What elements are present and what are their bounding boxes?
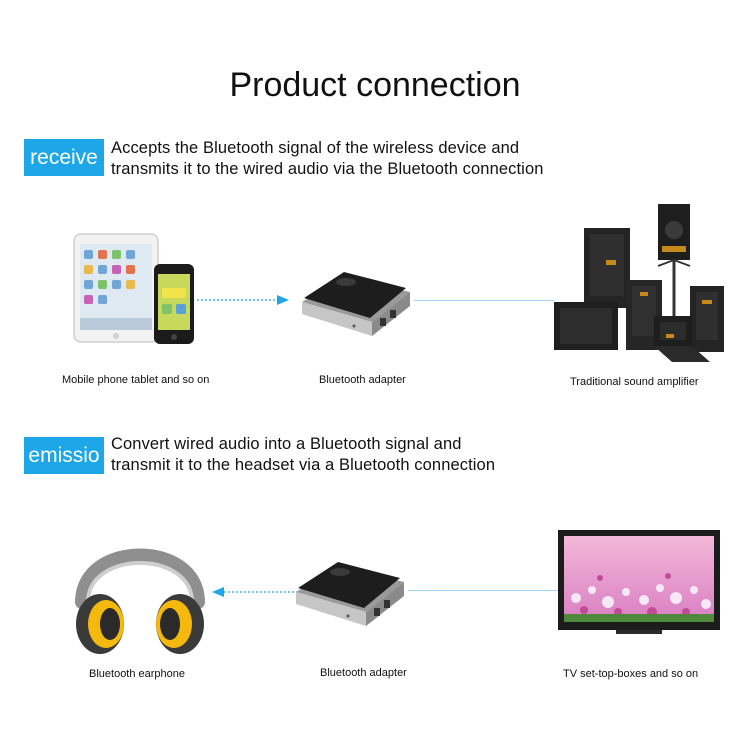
caption-sound-amplifier: Traditional sound amplifier — [570, 376, 699, 388]
headphones-image — [75, 548, 205, 654]
caption-mobile-tablet: Mobile phone tablet and so on — [62, 374, 210, 386]
emission-desc-line2: transmit it to the headset via a Bluetoo… — [111, 456, 496, 474]
receive-description: Accepts the Bluetooth signal of the wire… — [111, 138, 544, 180]
speakers-image — [554, 204, 724, 362]
receive-desc-line2: transmits it to the wired audio via the … — [111, 160, 544, 178]
tv-image — [558, 530, 720, 634]
connection-line — [414, 300, 554, 301]
arrow-left-icon — [212, 587, 298, 597]
caption-bluetooth-adapter-2: Bluetooth adapter — [320, 667, 407, 679]
caption-tv-set-top-boxes: TV set-top-boxes and so on — [563, 668, 699, 680]
emission-description: Convert wired audio into a Bluetooth sig… — [111, 434, 495, 476]
arrow-right-icon — [197, 295, 289, 305]
receive-desc-line1: Accepts the Bluetooth signal of the wire… — [111, 139, 520, 157]
emission-desc-line1: Convert wired audio into a Bluetooth sig… — [111, 435, 462, 453]
page-title: Product connection — [229, 66, 521, 104]
bluetooth-adapter-image — [302, 272, 410, 336]
bluetooth-adapter-image-2 — [296, 562, 404, 626]
receive-tag: receive — [24, 139, 104, 176]
caption-bluetooth-earphone: Bluetooth earphone — [89, 668, 186, 680]
emission-tag: emissio — [24, 437, 104, 474]
tablet-and-phone-image — [73, 233, 194, 344]
connection-line-2 — [408, 590, 558, 591]
caption-bluetooth-adapter: Bluetooth adapter — [319, 374, 406, 386]
